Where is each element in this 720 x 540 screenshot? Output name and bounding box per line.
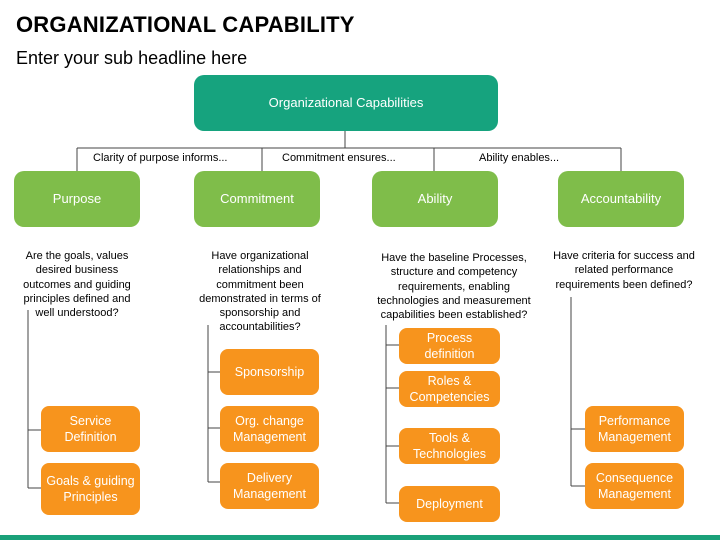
connector-label-purpose: Clarity of purpose informs...: [91, 152, 230, 164]
question-ability: Have the baseline Processes, structure a…: [377, 252, 531, 322]
category-commitment-label: Commitment: [220, 190, 294, 206]
item-label: Deployment: [416, 496, 483, 511]
question-commitment: Have organizational relationships and co…: [199, 250, 321, 334]
item-label: Consequence Management: [595, 470, 674, 501]
item-service-definition: Service Definition: [41, 406, 140, 452]
item-label: Sponsorship: [234, 364, 305, 379]
accent-bar: [0, 535, 720, 540]
item-label: Service Definition: [64, 413, 117, 444]
root-node-label: Organizational Capabilities: [268, 94, 424, 110]
item-goals-guiding-principles: Goals & guiding Principles: [41, 463, 140, 515]
item-label: Org. change Management: [233, 413, 306, 444]
item-tools-technologies: Tools & Technologies: [399, 428, 500, 464]
root-node: Organizational Capabilities: [194, 75, 498, 131]
connector-label-ability: Ability enables...: [477, 152, 562, 164]
item-delivery-management: Delivery Management: [220, 463, 319, 509]
item-label: Delivery Management: [233, 470, 306, 501]
item-label: Roles & Competencies: [409, 373, 490, 404]
item-label: Tools & Technologies: [413, 430, 486, 461]
item-label: Process definition: [424, 330, 475, 361]
category-accountability: Accountability: [558, 171, 684, 227]
category-accountability-label: Accountability: [580, 190, 662, 206]
item-roles-competencies: Roles & Competencies: [399, 371, 500, 407]
category-ability-label: Ability: [417, 190, 453, 206]
item-deployment: Deployment: [399, 486, 500, 522]
connector-label-commitment: Commitment ensures...: [280, 152, 398, 164]
page-title: ORGANIZATIONAL CAPABILITY: [16, 12, 355, 37]
item-label: Goals & guiding Principles: [46, 473, 135, 504]
question-purpose: Are the goals, values desired business o…: [23, 250, 131, 320]
item-process-definition: Process definition: [399, 328, 500, 364]
category-purpose-label: Purpose: [52, 190, 102, 206]
category-ability: Ability: [372, 171, 498, 227]
category-commitment: Commitment: [194, 171, 320, 227]
item-org-change-management: Org. change Management: [220, 406, 319, 452]
page-subtitle: Enter your sub headline here: [16, 48, 248, 68]
question-accountability: Have criteria for success and related pe…: [553, 250, 695, 291]
item-sponsorship: Sponsorship: [220, 349, 319, 395]
item-performance-management: Performance Management: [585, 406, 684, 452]
category-purpose: Purpose: [14, 171, 140, 227]
item-consequence-management: Consequence Management: [585, 463, 684, 509]
item-label: Performance Management: [598, 413, 671, 444]
